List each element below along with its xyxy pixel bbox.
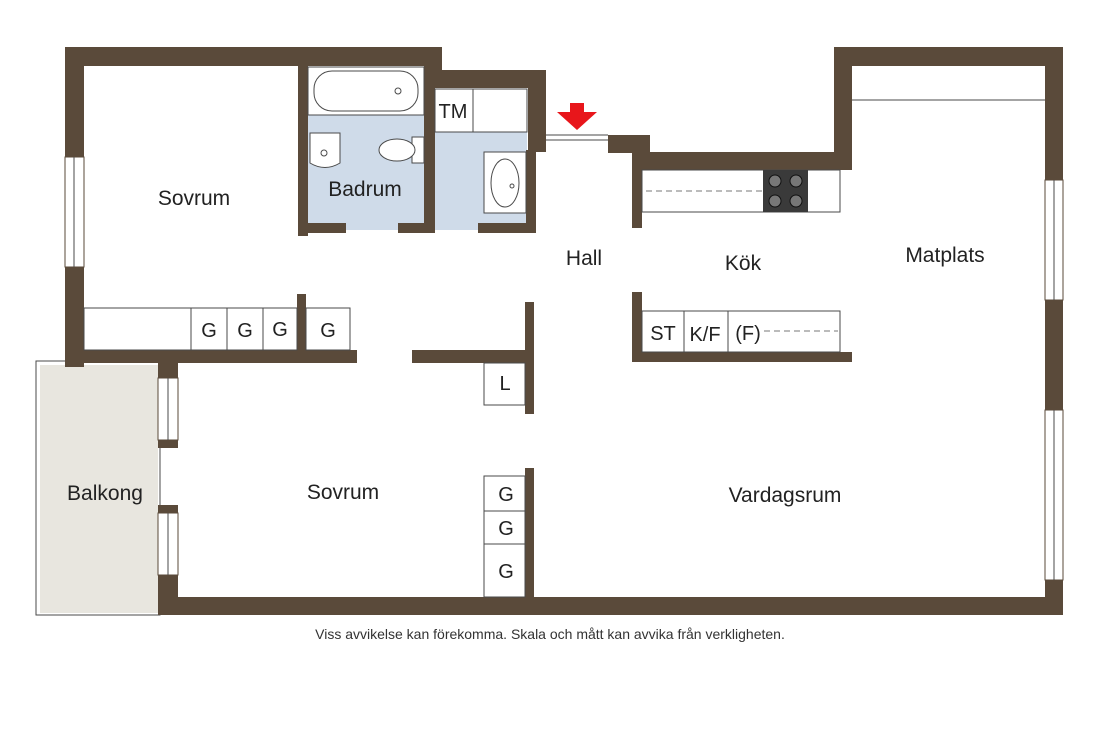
walls <box>65 47 1063 615</box>
fixture-label-g: G <box>498 484 514 506</box>
room-label-kok: Kök <box>725 252 762 275</box>
fixture-label-st: ST <box>650 323 676 345</box>
fixture-label-tm: TM <box>439 101 468 123</box>
kitchen-fixtures <box>641 169 841 353</box>
room-label-sovrum-bottom: Sovrum <box>307 481 379 504</box>
fixture-label-kf: K/F <box>689 324 720 346</box>
balcony-floor <box>40 365 158 613</box>
tm-box <box>434 88 474 133</box>
fixture-label-f: (F) <box>735 323 761 345</box>
entrance <box>546 103 608 141</box>
room-label-balkong: Balkong <box>67 482 143 505</box>
fixture-label-g: G <box>320 320 336 342</box>
windows <box>64 99 1064 581</box>
room-label-badrum: Badrum <box>328 178 402 201</box>
wardrobes <box>83 307 526 598</box>
fixture-label-g: G <box>237 320 253 342</box>
stove-icon <box>763 170 808 212</box>
disclaimer-text: Viss avvikelse kan förekomma. Skala och … <box>315 626 785 642</box>
fixture-label-g: G <box>201 320 217 342</box>
fixture-label-g: G <box>498 561 514 583</box>
fixture-label-l: L <box>499 373 510 395</box>
room-label-hall: Hall <box>566 247 602 270</box>
bathroom-floor <box>308 115 424 230</box>
bathroom-fixtures <box>307 66 528 214</box>
fixture-label-g: G <box>498 518 514 540</box>
entrance-arrow-icon <box>557 103 597 130</box>
fixture-label-g: G <box>272 319 288 341</box>
room-label-matplats: Matplats <box>905 244 984 267</box>
room-label-vardagsrum: Vardagsrum <box>729 484 842 507</box>
room-label-sovrum-top: Sovrum <box>158 187 230 210</box>
